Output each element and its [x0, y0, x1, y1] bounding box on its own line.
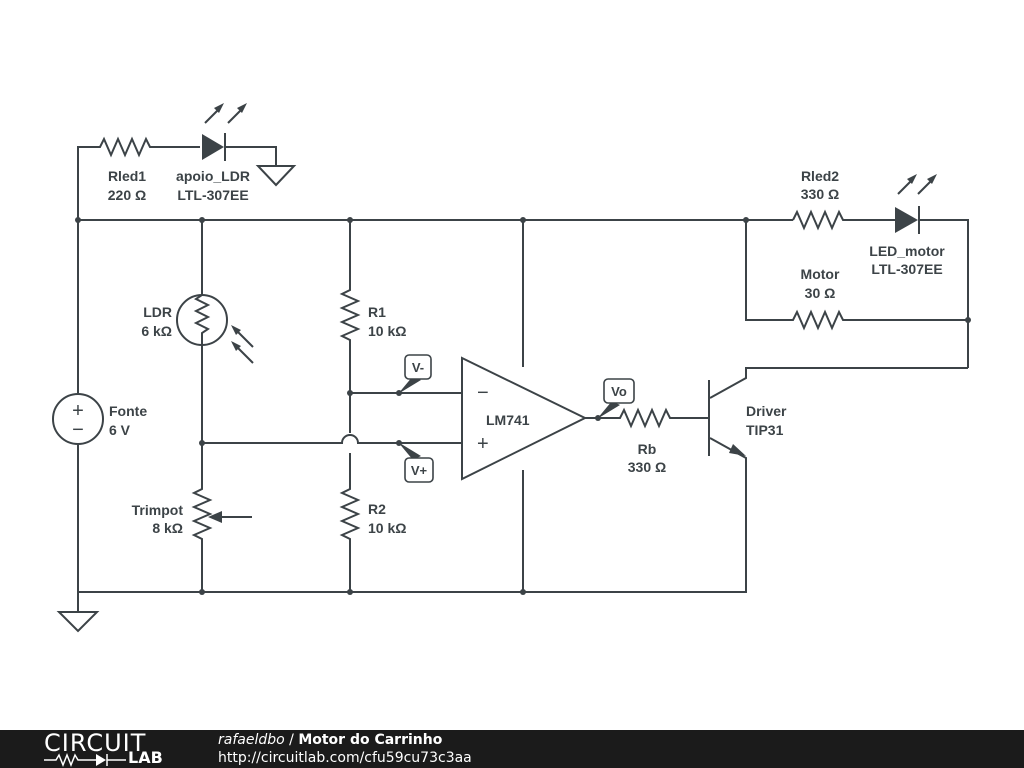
circuit-title-line: rafaeldbo / Motor do Carrinho [218, 731, 442, 749]
probe-vo-label: Vo [611, 384, 627, 399]
probe-vplus[interactable]: V+ [396, 440, 434, 483]
r1-resistor[interactable]: R1 10 kΩ [339, 220, 406, 433]
ground-icon [56, 611, 100, 633]
author-link[interactable]: rafaeldbo [218, 732, 285, 748]
probe-vplus-label: V+ [411, 463, 428, 478]
probe-vminus[interactable]: V- [396, 354, 432, 396]
apoio-ldr-led[interactable]: apoio_LDR LTL-307EE [176, 103, 297, 203]
collector-wire [709, 367, 968, 399]
light-receive-arrows-icon [231, 325, 254, 364]
r2-resistor[interactable]: R2 10 kΩ [339, 453, 406, 592]
title-separator: / [284, 732, 299, 748]
opamp-plus-icon: + [477, 433, 489, 455]
ground-icon [255, 165, 297, 187]
probe-vminus-label: V- [412, 360, 424, 375]
apoio-ldr-name: apoio_LDR [176, 168, 250, 184]
light-emit-arrows-icon [204, 103, 247, 124]
source-plus-icon: + [72, 400, 84, 422]
rled2-resistor[interactable]: Rled2 330 Ω [792, 168, 895, 231]
driver-transistor[interactable]: Driver TIP31 [708, 380, 787, 470]
circuitlab-logo[interactable]: CIRCUIT [44, 729, 147, 757]
trimpot-value: 8 kΩ [152, 520, 183, 536]
rled2-value: 330 Ω [801, 186, 839, 202]
r1-value: 10 kΩ [368, 323, 406, 339]
lm741-opamp[interactable]: − + LM741 [461, 356, 588, 481]
led-diode-icon [895, 207, 918, 233]
driver-value: TIP31 [746, 422, 784, 438]
ldr-photoresistor[interactable]: LDR 6 kΩ [141, 220, 254, 443]
ldr-name: LDR [143, 304, 172, 320]
wiper-arrow-icon [208, 511, 222, 523]
driver-name: Driver [746, 403, 787, 419]
circuit-title[interactable]: Motor do Carrinho [298, 732, 443, 748]
probe-vo[interactable]: Vo [595, 378, 635, 421]
rled1-value: 220 Ω [108, 187, 146, 203]
junction-dots [75, 217, 971, 595]
ldr-value: 6 kΩ [141, 323, 172, 339]
trimpot-name: Trimpot [132, 502, 184, 518]
light-emit-arrows-icon [897, 174, 937, 195]
led-motor-name: LED_motor [869, 243, 945, 259]
rb-name: Rb [638, 441, 657, 457]
opamp-minus-icon: − [477, 382, 489, 404]
motor-resistor[interactable]: Motor 30 Ω [745, 220, 968, 331]
r2-value: 10 kΩ [368, 520, 406, 536]
circuit-url[interactable]: http://circuitlab.com/cfu59cu73c3aa [218, 750, 472, 766]
rled1-resistor[interactable]: Rled1 220 Ω [77, 136, 200, 220]
schematic-canvas: Rled1 220 Ω apoio_LDR LTL-307EE Rled2 33… [52, 103, 971, 633]
motor-value: 30 Ω [805, 285, 836, 301]
led-diode-icon [202, 134, 224, 160]
rled1-name: Rled1 [108, 168, 146, 184]
led-motor-value: LTL-307EE [871, 261, 942, 277]
r2-name: R2 [368, 501, 386, 517]
source-minus-icon: − [72, 419, 84, 441]
apoio-ldr-value: LTL-307EE [177, 187, 248, 203]
opamp-name: LM741 [486, 412, 530, 428]
rb-resistor[interactable]: Rb 330 Ω [585, 407, 709, 475]
motor-name: Motor [801, 266, 840, 282]
vplus-wire [202, 434, 462, 444]
footer-bar: CIRCUIT LAB rafaeldbo / Motor do Carrinh… [0, 730, 1024, 768]
emitter-arrow-icon [729, 444, 746, 456]
rb-value: 330 Ω [628, 459, 666, 475]
r1-name: R1 [368, 304, 386, 320]
fonte-name: Fonte [109, 403, 147, 419]
rled2-name: Rled2 [801, 168, 839, 184]
trimpot-potentiometer[interactable]: Trimpot 8 kΩ [132, 443, 252, 592]
led-motor-led[interactable]: LED_motor LTL-307EE [869, 174, 969, 368]
fonte-value: 6 V [109, 422, 131, 438]
circuitlab-logo-lab: LAB [128, 748, 163, 767]
logo-resistor-diode-icon [44, 752, 126, 767]
fonte-voltage-source[interactable]: + − Fonte 6 V [52, 220, 747, 593]
